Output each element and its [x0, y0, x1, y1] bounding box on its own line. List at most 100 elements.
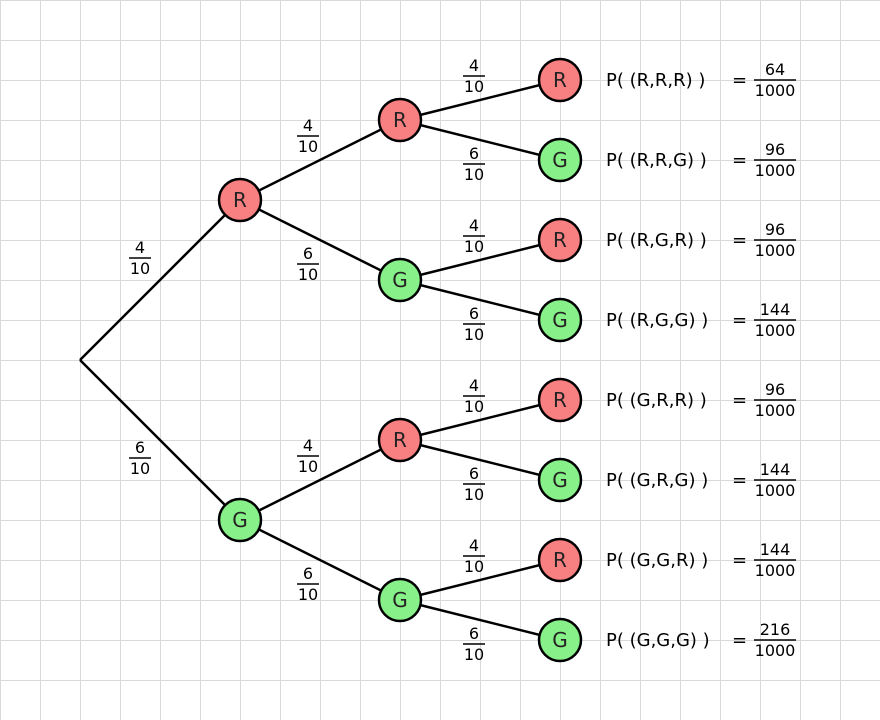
red-node: R: [537, 377, 583, 423]
fraction-denominator: 10: [464, 645, 484, 664]
node-label: R: [233, 188, 247, 212]
red-node: R: [217, 177, 263, 223]
node-circle: [377, 417, 423, 463]
node-circle: [537, 457, 583, 503]
branch-probabilities: 4104104106106104106106104104106106104106…: [129, 56, 485, 664]
branch-line: [399, 118, 561, 162]
branch-line: [79, 199, 241, 361]
fraction-numerator: 96: [765, 220, 785, 239]
green-node: G: [537, 457, 583, 503]
outcome-expression: P( (R,R,G) ): [606, 150, 707, 171]
branch-line: [239, 438, 401, 522]
fraction: 410: [463, 216, 485, 256]
equals-sign: =: [732, 470, 747, 491]
fraction-numerator: 6: [469, 624, 479, 643]
fraction-numerator: 6: [469, 304, 479, 323]
branch-line: [399, 438, 561, 482]
red-node: R: [537, 217, 583, 263]
fraction-numerator: 144: [760, 460, 791, 479]
fraction: 410: [463, 536, 485, 576]
equals-sign: =: [732, 230, 747, 251]
branch-line: [239, 518, 401, 602]
branch-line: [239, 198, 401, 282]
outcome-expression: P( (G,R,R) ): [606, 390, 707, 411]
fraction-numerator: 4: [135, 238, 145, 257]
fraction-denominator: 1000: [755, 401, 796, 420]
fraction-denominator: 10: [464, 237, 484, 256]
fraction-denominator: 10: [130, 459, 150, 478]
branch-line: [399, 558, 561, 602]
branch-line: [239, 118, 401, 202]
red-node: R: [537, 537, 583, 583]
node-label: R: [393, 428, 407, 452]
node-circle: [217, 497, 263, 543]
branch-line: [399, 398, 561, 442]
node-label: R: [553, 68, 567, 92]
node-circle: [377, 577, 423, 623]
fraction-denominator: 1000: [755, 481, 796, 500]
fraction: 610: [463, 464, 485, 504]
fraction-denominator: 1000: [755, 241, 796, 260]
fraction-denominator: 10: [464, 77, 484, 96]
branch-lines: [79, 78, 561, 642]
outcome-expression: P( (G,R,G) ): [606, 470, 708, 491]
red-node: R: [537, 57, 583, 103]
fraction-denominator: 1000: [755, 561, 796, 580]
fraction-numerator: 6: [469, 464, 479, 483]
fraction-denominator: 10: [298, 137, 318, 156]
green-node: G: [377, 577, 423, 623]
node-circle: [537, 297, 583, 343]
fraction: 410: [463, 376, 485, 416]
node-label: G: [552, 148, 568, 172]
fraction-numerator: 4: [469, 376, 479, 395]
branch-line: [399, 78, 561, 122]
fraction-denominator: 10: [464, 557, 484, 576]
fraction-numerator: 6: [303, 244, 313, 263]
green-node: G: [377, 257, 423, 303]
node-label: R: [553, 388, 567, 412]
outcome-expression: P( (G,G,R) ): [606, 550, 708, 571]
node-label: G: [232, 508, 248, 532]
fraction-denominator: 1000: [755, 161, 796, 180]
equals-sign: =: [732, 310, 747, 331]
fraction-denominator: 10: [464, 397, 484, 416]
node-circle: [537, 537, 583, 583]
node-label: G: [392, 588, 408, 612]
fraction-numerator: 4: [303, 436, 313, 455]
fraction: 610: [463, 304, 485, 344]
fraction: 96 1000: [754, 220, 796, 260]
fraction-numerator: 4: [469, 536, 479, 555]
fraction-numerator: 6: [469, 144, 479, 163]
fraction: 410: [297, 116, 319, 156]
node-circle: [217, 177, 263, 223]
green-node: G: [537, 137, 583, 183]
fraction: 610: [129, 438, 151, 478]
equals-sign: =: [732, 150, 747, 171]
green-node: G: [217, 497, 263, 543]
fraction: 610: [463, 624, 485, 664]
fraction-denominator: 1000: [755, 321, 796, 340]
node-circle: [537, 617, 583, 663]
fraction: 610: [297, 244, 319, 284]
fraction-denominator: 10: [298, 585, 318, 604]
node-circle: [537, 377, 583, 423]
equals-sign: =: [732, 390, 747, 411]
fraction-numerator: 4: [303, 116, 313, 135]
node-label: G: [552, 628, 568, 652]
node-label: R: [553, 228, 567, 252]
green-node: G: [537, 617, 583, 663]
fraction-denominator: 10: [130, 259, 150, 278]
equals-sign: =: [732, 70, 747, 91]
outcome-expression: P( (R,G,G) ): [606, 310, 708, 331]
green-node: G: [537, 297, 583, 343]
